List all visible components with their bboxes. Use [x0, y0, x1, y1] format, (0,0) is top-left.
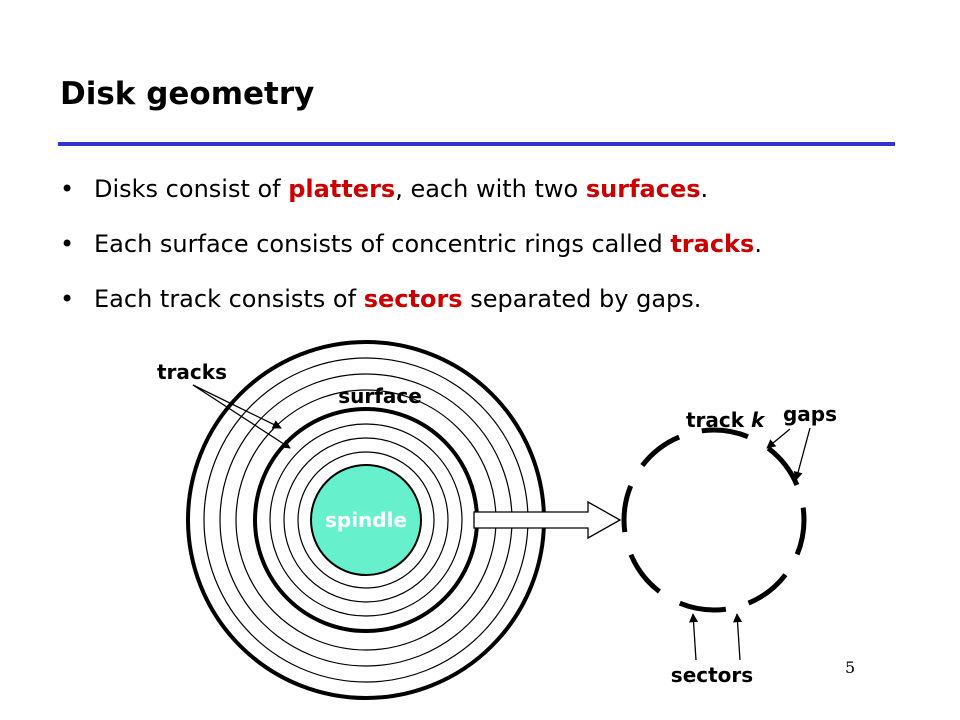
bullet-list: • Disks consist of platters, each with t…	[60, 172, 762, 337]
track-k-label: track k	[686, 408, 766, 432]
bullet-text: Each surface consists of concentric ring…	[94, 230, 671, 258]
sectors-label: sectors	[671, 663, 753, 687]
spindle-label: spindle	[325, 508, 407, 532]
bullet-platters: • Disks consist of platters, each with t…	[60, 172, 762, 207]
track-ring	[297, 451, 435, 589]
bullet-text: .	[700, 175, 709, 203]
gaps-pointer-arrow	[766, 428, 791, 449]
bullet-marker: •	[60, 175, 75, 203]
gaps-label: gaps	[783, 402, 837, 426]
slide-title: Disk geometry	[60, 76, 315, 112]
bullet-text: Each track consists of	[94, 285, 364, 313]
title-underline	[58, 142, 895, 146]
bullet-marker: •	[60, 285, 75, 313]
gaps-pointer-arrow	[793, 427, 811, 481]
track-ring	[269, 423, 463, 617]
spindle	[310, 464, 422, 576]
tracks-pointer-arrow	[192, 384, 291, 449]
track-ring	[283, 437, 449, 603]
bullet-text: Disks consist of	[94, 175, 289, 203]
track-var: k	[751, 408, 766, 432]
surface-label: surface	[338, 384, 422, 408]
bullet-text: separated by gaps.	[462, 285, 702, 313]
term-sectors: sectors	[363, 285, 463, 313]
bullet-tracks: • Each surface consists of concentric ri…	[60, 227, 762, 262]
bullet-sectors: • Each track consists of sectors separat…	[60, 282, 762, 317]
term-platters: platters	[288, 175, 396, 203]
track-k-sectors	[621, 427, 807, 613]
bullet-text: , each with two	[395, 175, 586, 203]
slide-number: 5	[845, 658, 856, 677]
bullet-text: .	[754, 230, 762, 258]
tracks-label: tracks	[157, 360, 227, 384]
zoom-arrow	[473, 500, 622, 540]
term-tracks: tracks	[670, 230, 755, 258]
track-label-text: track	[686, 408, 751, 432]
tracks-pointer-arrow	[192, 384, 282, 429]
sectors-pointer-arrow	[732, 613, 743, 661]
sectors-pointer-arrow	[688, 613, 699, 661]
bullet-marker: •	[60, 230, 75, 258]
term-surfaces: surfaces	[585, 175, 701, 203]
